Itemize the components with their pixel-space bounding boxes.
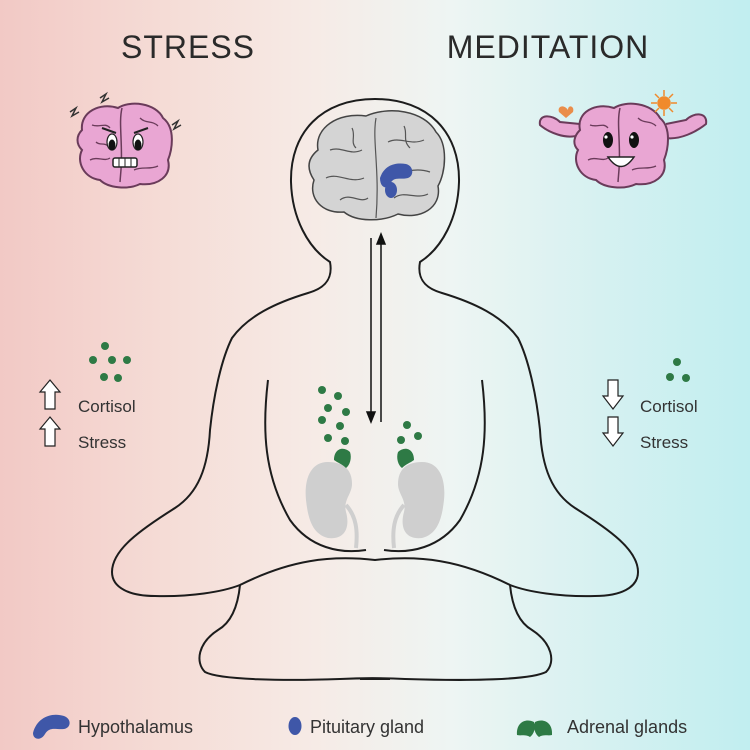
stress-title: STRESS [121, 29, 255, 65]
left-cortisol-label: Cortisol [78, 397, 136, 416]
meditating-body-outline [110, 97, 640, 681]
stress-decrease-arrow-icon [601, 416, 625, 447]
stressed-brain-cartoon [69, 91, 182, 189]
sun-icon [651, 90, 677, 116]
adrenal-gland-right [397, 448, 414, 468]
legend-pituitary-label: Pituitary gland [310, 717, 424, 737]
cortisol-molecules-left [89, 342, 131, 382]
right-cortisol-label: Cortisol [640, 397, 698, 416]
hypothalamus-icon [33, 714, 70, 739]
feedback-arrows [365, 231, 387, 425]
pituitary-gland [385, 182, 397, 198]
cortisol-molecules-center [318, 386, 422, 445]
adrenal-glands-icon [516, 720, 553, 737]
legend-adrenal-label: Adrenal glands [567, 717, 687, 737]
right-stress-label: Stress [640, 433, 688, 452]
heart-icon [558, 106, 574, 118]
cortisol-molecules-right [666, 358, 690, 382]
legend-hypothalamus-label: Hypothalamus [78, 717, 193, 737]
cortisol-decrease-arrow-icon [601, 379, 625, 410]
human-brain [308, 110, 446, 221]
cortisol-increase-arrow-icon [38, 379, 62, 410]
legend: Hypothalamus Pituitary gland Adrenal gla… [33, 714, 687, 739]
meditation-title: MEDITATION [447, 29, 650, 65]
adrenal-gland-left [334, 448, 351, 468]
left-stress-label: Stress [78, 433, 126, 452]
kidneys [305, 462, 445, 549]
happy-brain-cartoon [538, 90, 708, 189]
stress-increase-arrow-icon [38, 416, 62, 447]
hypothalamus [380, 163, 413, 188]
pituitary-gland-icon [288, 717, 302, 735]
